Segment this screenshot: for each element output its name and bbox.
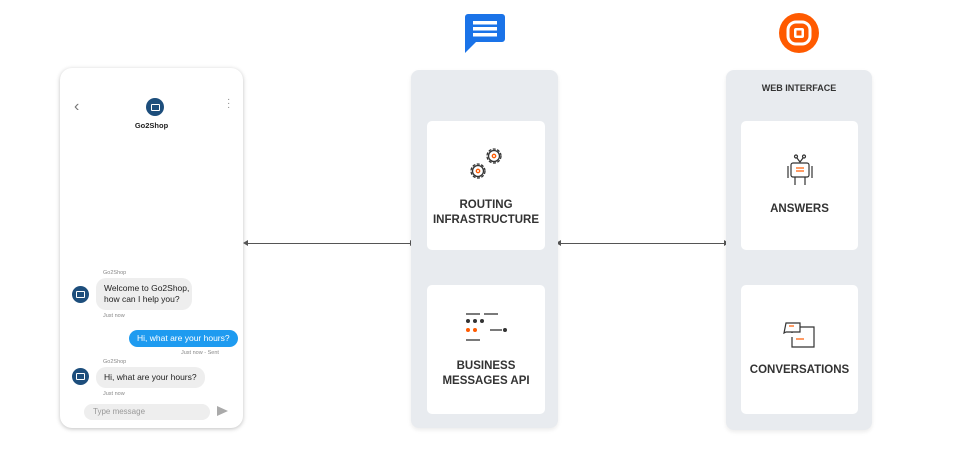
card-label-line: MESSAGES API xyxy=(442,374,530,387)
message-text: Welcome to Go2Shop, xyxy=(104,283,190,293)
conversations-card[interactable]: CONVERSATIONS xyxy=(741,285,858,414)
routing-infrastructure-card: ROUTING INFRASTRUCTURE xyxy=(427,121,545,250)
card-label: ANSWERS xyxy=(770,203,829,215)
phone-title: Go2Shop xyxy=(134,121,169,130)
card-label: CONVERSATIONS xyxy=(749,364,850,376)
message-time: Just now xyxy=(103,391,125,397)
message-bubble: Hi, what are your hours? xyxy=(96,367,205,388)
panel-header: WEB INTERFACE xyxy=(761,83,837,93)
more-menu-icon[interactable]: ··· xyxy=(227,94,231,113)
message-bubble: Welcome to Go2Shop, how can I help you? xyxy=(96,278,192,310)
gears-icon xyxy=(470,147,502,179)
card-label-line: ROUTING xyxy=(459,198,513,211)
sent-message-bubble: Hi, what are your hours? xyxy=(129,330,238,347)
message-sender: Go2Shop xyxy=(103,359,127,365)
card-label: BUSINESS MESSAGES API xyxy=(442,359,529,389)
back-icon[interactable]: ‹ xyxy=(74,98,80,115)
message-sender: Go2Shop xyxy=(103,270,127,276)
bot-avatar xyxy=(72,368,89,385)
robot-icon xyxy=(786,154,813,185)
business-messages-api-card: BUSINESS MESSAGES API xyxy=(427,285,545,414)
web-interface-logo-icon xyxy=(779,13,819,53)
conversations-icon xyxy=(782,322,815,348)
card-label-line: INFRASTRUCTURE xyxy=(432,213,540,226)
bidirectional-arrow xyxy=(243,240,415,246)
message-text: how can I help you? xyxy=(104,294,180,304)
send-icon[interactable] xyxy=(217,406,228,416)
message-time: Just now - Sent xyxy=(181,350,219,356)
card-label-line: BUSINESS xyxy=(456,359,516,372)
api-icon xyxy=(466,312,507,341)
message-time: Just now xyxy=(103,313,125,319)
bidirectional-arrow xyxy=(556,240,729,246)
bot-avatar xyxy=(72,286,89,303)
phone-mockup: ‹ Go2Shop ··· Go2Shop Welcome to Go2Shop… xyxy=(60,68,243,428)
brand-avatar xyxy=(146,98,164,116)
message-input[interactable]: Type message xyxy=(84,404,210,420)
card-label: ROUTING INFRASTRUCTURE xyxy=(433,198,539,228)
answers-card[interactable]: ANSWERS xyxy=(741,121,858,250)
business-messages-logo-icon xyxy=(465,14,505,53)
